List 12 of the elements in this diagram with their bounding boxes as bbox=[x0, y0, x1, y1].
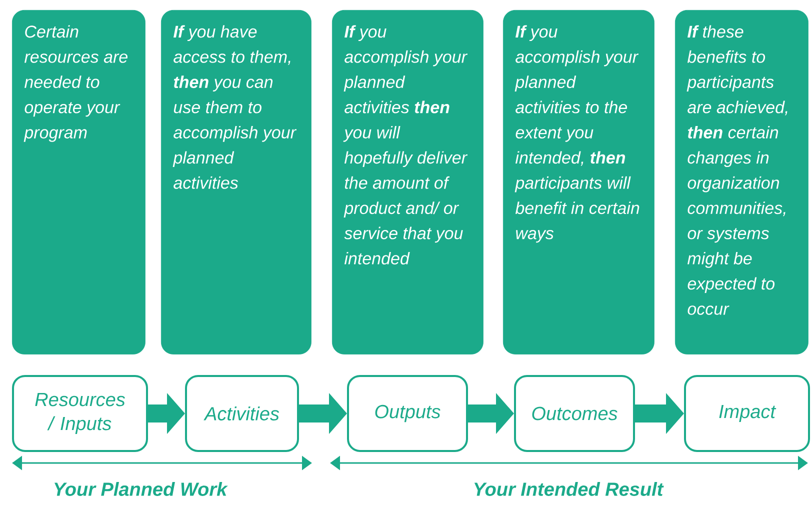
span-label: Your Planned Work bbox=[54, 482, 228, 496]
span-label: Your Intended Result bbox=[474, 482, 664, 496]
process-box: Impact bbox=[684, 375, 810, 452]
process-box: Activities bbox=[185, 375, 299, 452]
process-box: Outcomes bbox=[514, 375, 635, 452]
text-card: Ifyou accomplish your planned activities to the extent you intended, then participants will benefit in certain ways bbox=[503, 10, 654, 354]
process-box: Resources / Inputs bbox=[12, 375, 148, 452]
process-box: Outputs bbox=[347, 375, 468, 452]
text-card: Ifyou have access to them, then you can use them to accomplish your planned activities bbox=[161, 10, 312, 354]
text-card: Ifyou accomplish your planned activities then you will hopefully deliver the amount of product and/ or service that you intended bbox=[332, 10, 484, 354]
text-card: Certain resources are needed to operate your program bbox=[12, 10, 146, 354]
text-card: If these benefits to participants are achieved, then certain changes in organization communities, or systems might be expected to occur bbox=[675, 10, 808, 354]
